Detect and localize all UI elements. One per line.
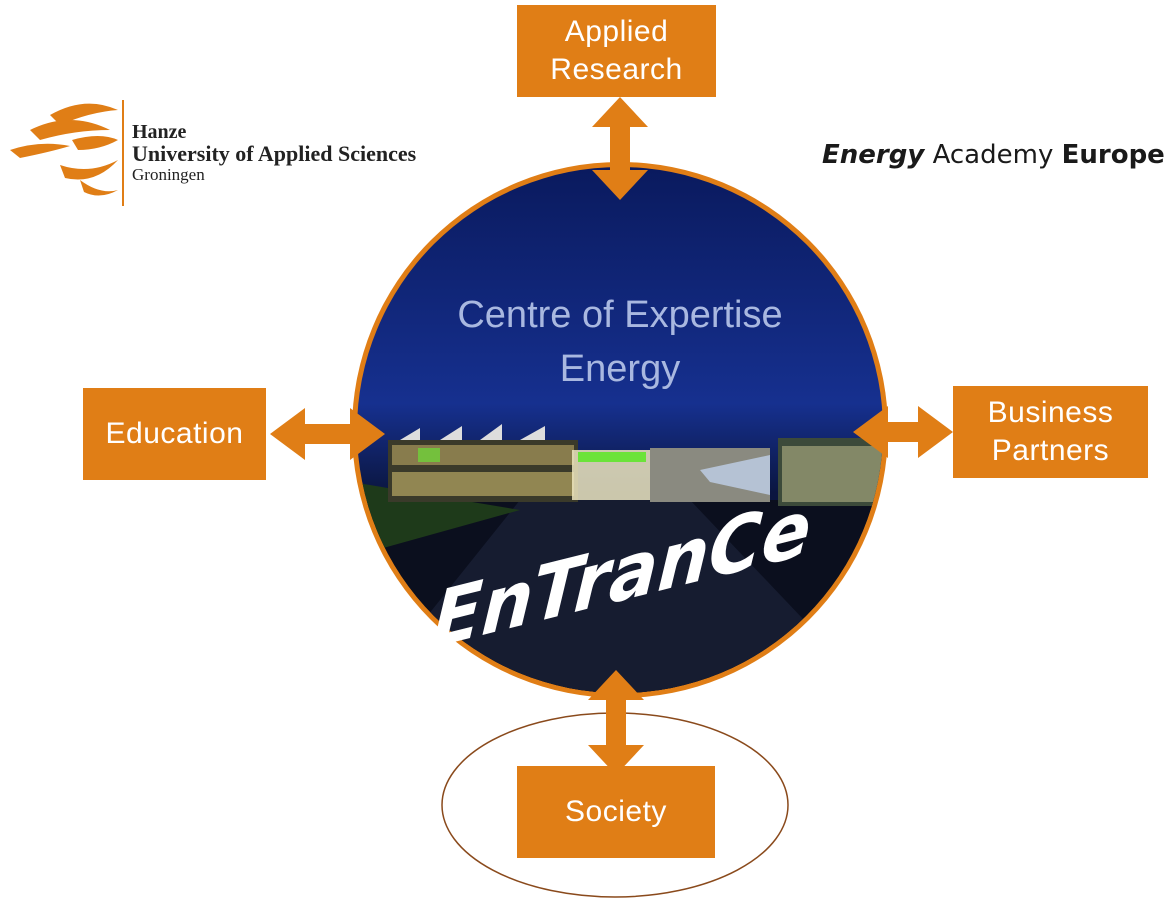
centre-title-line1: Centre of Expertise [457,294,783,336]
eae-word-energy: Energy [822,140,925,170]
hanze-logo-divider [122,100,124,206]
business-partners-label-line1: Business [987,396,1114,429]
arrow-business [853,406,953,458]
business-partners-node: Business Partners [953,386,1148,478]
applied-research-label-line2: Research [550,53,683,86]
energy-academy-europe-logo: Energy Academy Europe [822,140,1165,170]
applied-research-label-line1: Applied [564,15,669,48]
arrow-research [592,97,648,200]
hanze-logo: Hanze University of Applied Sciences Gro… [132,122,416,184]
arrow-society [588,670,644,775]
arrows [270,97,953,775]
eae-word-academy: Academy [932,140,1054,170]
education-label: Education [105,417,244,450]
society-node: Society [517,766,715,858]
centre-title-line2: Energy [559,348,681,390]
applied-research-node: Applied Research [517,5,716,97]
society-label: Society [565,795,667,828]
arrow-education [270,408,385,460]
business-partners-label-line2: Partners [991,434,1110,467]
hanze-flame-icon [10,103,118,196]
hanze-name: Hanze [132,121,187,143]
hanze-city: Groningen [132,165,205,184]
centre-circle [352,162,888,698]
education-node: Education [83,388,266,480]
eae-word-europe: Europe [1061,140,1165,170]
hanze-university: University of Applied Sciences [132,141,417,166]
